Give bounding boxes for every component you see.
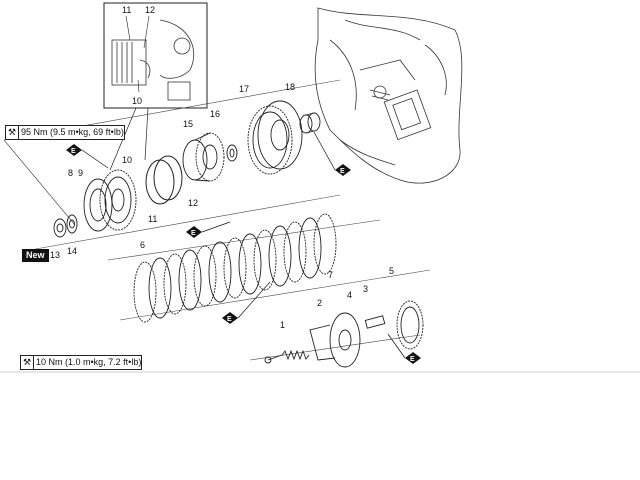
label-5: 5 (389, 266, 394, 276)
pressure-lever-assembly (264, 300, 424, 368)
label-17: 17 (239, 84, 249, 94)
label-7: 7 (328, 270, 333, 280)
label-12-inset: 12 (145, 5, 155, 15)
label-4: 4 (347, 290, 352, 300)
label-10-inset: 10 (132, 96, 142, 106)
label-10: 10 (122, 155, 132, 165)
label-9: 9 (78, 168, 83, 178)
oil-mark-3: E (227, 316, 232, 323)
torque-callout-upper: ⚒ 95 Nm (9.5 m•kg, 69 ft•lb) (5, 125, 125, 140)
label-12: 12 (188, 198, 198, 208)
label-3: 3 (363, 284, 368, 294)
oil-mark-1: E (71, 148, 76, 155)
engine-oil-icon (66, 131, 421, 364)
circlips (145, 155, 183, 205)
inset-detail (103, 2, 208, 109)
label-16: 16 (210, 109, 220, 119)
inset-leader-right (144, 107, 149, 161)
nut-and-lockwasher (53, 214, 78, 238)
oil-mark-2: E (191, 230, 196, 237)
engine-case (314, 7, 463, 184)
thrust-washer (226, 144, 238, 162)
label-6: 6 (140, 240, 145, 250)
clutch-boss (182, 132, 225, 182)
label-14: 14 (67, 246, 77, 256)
label-18: 18 (285, 82, 295, 92)
clutch-housing (247, 100, 303, 175)
label-15: 15 (183, 119, 193, 129)
part-labels: 11 12 10 17 18 15 16 10 8 9 12 11 6 7 13… (50, 5, 394, 330)
label-2: 2 (317, 298, 322, 308)
oil-mark-5: E (410, 356, 415, 363)
torque-callout-lower: ⚒ 10 Nm (1.0 m•kg, 7.2 ft•lb) (20, 355, 143, 370)
torque-text-lower: 10 Nm (1.0 m•kg, 7.2 ft•lb) (36, 357, 142, 367)
washers (83, 178, 113, 232)
label-1: 1 (280, 320, 285, 330)
wrench-icon: ⚒ (6, 126, 19, 139)
label-11: 11 (148, 214, 157, 224)
label-8: 8 (68, 168, 73, 178)
new-badge: New (22, 249, 49, 262)
torque-text-upper: 95 Nm (9.5 m•kg, 69 ft•lb) (21, 127, 124, 137)
label-11-inset: 11 (122, 5, 131, 15)
label-13: 13 (50, 250, 60, 260)
friction-plate-stack (133, 213, 337, 323)
needle-bearing (299, 112, 321, 134)
wrench-icon: ⚒ (21, 356, 34, 369)
oil-mark-4: E (340, 168, 345, 175)
